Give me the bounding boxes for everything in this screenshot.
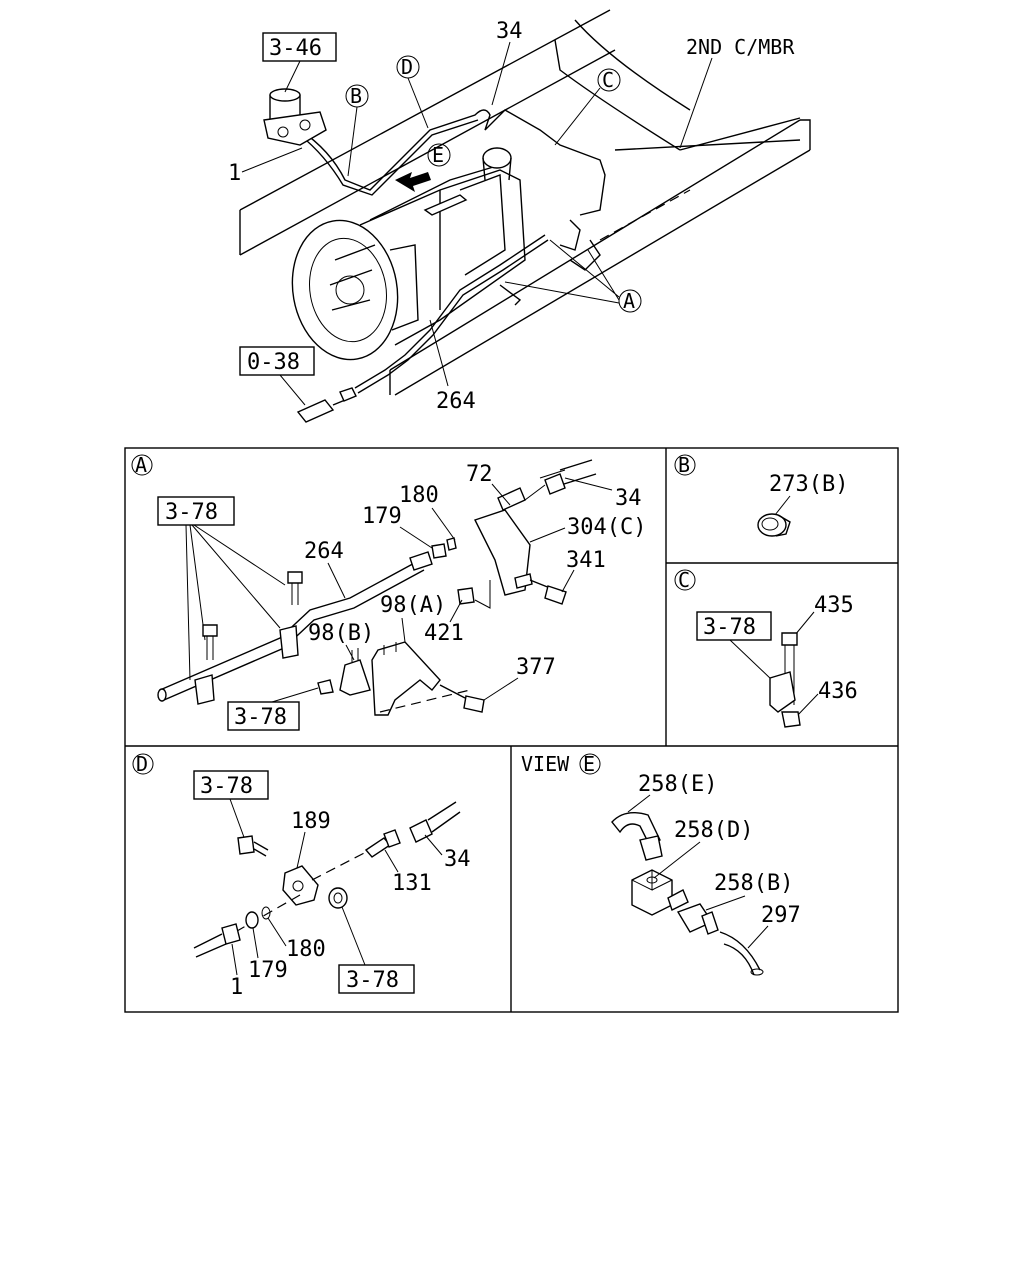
panel-d-part-189: 189	[291, 809, 331, 834]
callout-a: A	[504, 239, 642, 313]
panel-a-part-98b: 98(B)	[308, 621, 374, 646]
air-dryer	[263, 88, 327, 146]
ref-box-0-38	[239, 346, 315, 376]
panel-a-part-377: 377	[516, 655, 556, 680]
panel-e-view-label: VIEW	[521, 752, 570, 776]
panel-d-part-180: 180	[286, 937, 326, 962]
panel-b-letter: B	[678, 453, 690, 477]
air-pipe-routing	[299, 109, 606, 394]
callout-b: B	[345, 84, 369, 177]
svg-text:E: E	[432, 143, 444, 167]
part-1-label: 1	[228, 161, 241, 186]
panel-d-ref-3-78-bottom: 3-78	[346, 968, 399, 993]
callout-c: C	[554, 68, 621, 146]
panel-a-part-180: 180	[399, 483, 439, 508]
detail-panels-frame	[124, 447, 899, 1013]
callout-e: E	[427, 143, 451, 167]
panel-a-part-98a: 98(A)	[380, 593, 446, 618]
transmission-housing	[291, 147, 526, 361]
panel-a-part-72: 72	[466, 462, 493, 487]
detail-panel-a: A 3-78	[131, 453, 646, 731]
panel-a-ref-3-78-top: 3-78	[165, 500, 218, 525]
panel-d-letter: D	[136, 752, 148, 776]
detail-panel-e: VIEW E 258(E) 258(D) 258(B) 297	[521, 752, 801, 976]
svg-text:A: A	[623, 289, 635, 313]
panel-c-part-435: 435	[814, 593, 854, 618]
panel-e-letter: E	[583, 752, 595, 776]
panel-a-part-421: 421	[424, 621, 464, 646]
panel-e-part-258e: 258(E)	[638, 772, 717, 797]
detail-panel-d: D 3-78 189 34 131 180 179	[132, 752, 471, 1000]
detail-panel-b: B 273(B)	[674, 453, 848, 537]
panel-d-part-131: 131	[392, 871, 432, 896]
panel-c-ref-3-78: 3-78	[703, 615, 756, 640]
direction-arrow-icon	[395, 172, 431, 192]
main-assembly-view: 3-46 0-38 2ND C/MBR 34 1 264 B D E	[228, 9, 811, 423]
svg-text:D: D	[401, 55, 413, 79]
panel-e-part-297: 297	[761, 903, 801, 928]
panel-a-part-304c: 304(C)	[567, 515, 646, 540]
panel-a-part-264: 264	[304, 539, 344, 564]
panel-e-part-258b: 258(B)	[714, 871, 793, 896]
panel-e-part-258d: 258(D)	[674, 818, 753, 843]
panel-a-part-341: 341	[566, 548, 606, 573]
panel-a-ref-3-78-bottom: 3-78	[234, 705, 287, 730]
callout-d: D	[396, 55, 429, 129]
panel-d-part-179: 179	[248, 958, 288, 983]
svg-text:C: C	[602, 68, 614, 92]
part-34-label: 34	[496, 19, 523, 44]
panel-d-ref-3-78-top: 3-78	[200, 774, 253, 799]
panel-d-part-1: 1	[230, 975, 243, 1000]
panel-a-letter: A	[135, 453, 147, 477]
panel-a-part-179: 179	[362, 504, 402, 529]
panel-c-part-436: 436	[818, 679, 858, 704]
label-2nd-cross-member: 2ND C/MBR	[686, 35, 795, 59]
panel-a-part-34: 34	[615, 486, 642, 511]
ref-3-46: 3-46	[269, 36, 322, 61]
panel-c-letter: C	[678, 568, 690, 592]
front-connector	[296, 387, 357, 423]
panel-b-part-273b: 273(B)	[769, 472, 848, 497]
svg-text:B: B	[350, 84, 362, 108]
detail-panel-c: C 3-78 435 436	[674, 568, 858, 728]
part-264-label: 264	[436, 389, 476, 414]
frame-rail-upper	[239, 9, 691, 256]
ref-0-38: 0-38	[247, 350, 300, 375]
panel-d-part-34: 34	[444, 847, 471, 872]
